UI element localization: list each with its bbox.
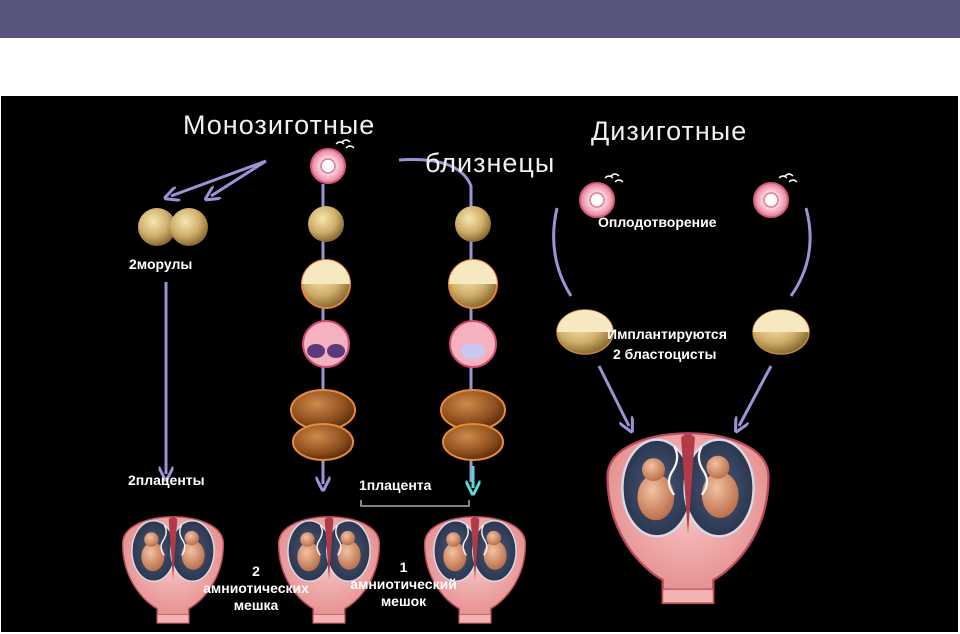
zygote-icon bbox=[310, 139, 355, 184]
title-dizygotic: Дизиготные bbox=[591, 116, 748, 146]
label-morulae: 2морулы bbox=[129, 256, 193, 272]
di-arrows bbox=[552, 207, 812, 426]
title-twins: близнецы bbox=[425, 148, 556, 178]
label-one-sac-number: 1 bbox=[399, 559, 408, 575]
placenta-bracket bbox=[360, 500, 470, 507]
zygote-icon bbox=[753, 173, 798, 218]
embryo-disc-icon bbox=[449, 320, 497, 368]
twins-diagram bbox=[121, 139, 812, 624]
embryo-disc-icon bbox=[302, 320, 350, 368]
label-one-sac: 1 амниотический мешок bbox=[341, 559, 466, 610]
label-fertilization: Оплодотворение bbox=[598, 214, 717, 230]
blastocyst-icon bbox=[301, 259, 351, 309]
label-implant-2: 2 бластоцисты bbox=[613, 346, 717, 362]
label-one-sac-noun: мешок bbox=[380, 593, 427, 609]
morula-icon bbox=[308, 206, 344, 242]
title-monozygotic: Монозиготные bbox=[183, 110, 376, 140]
blastocyst-icon bbox=[556, 309, 614, 355]
embryo-disc-icon bbox=[440, 389, 506, 461]
morula-icon bbox=[138, 208, 208, 246]
label-one-sac-text: амниотический bbox=[350, 576, 457, 592]
zygote-icon bbox=[579, 173, 624, 218]
label-two-sacs-text: амниотических bbox=[203, 580, 309, 596]
label-two-placentas: 2плаценты bbox=[128, 472, 205, 488]
label-implant-1: Имплантируются bbox=[607, 326, 727, 342]
morula-icon bbox=[455, 206, 491, 242]
label-two-sacs: 2 амниотических мешка bbox=[196, 563, 316, 614]
uterus-with-twins-icon bbox=[606, 432, 770, 605]
label-two-sacs-noun: мешка bbox=[233, 597, 279, 613]
label-two-sacs-number: 2 bbox=[252, 563, 260, 579]
embryo-disc-icon bbox=[290, 389, 356, 461]
blastocyst-icon bbox=[752, 309, 810, 355]
diagram-panel: Монозиготные Дизиготные близнецы Оплодот… bbox=[1, 96, 958, 632]
header-bar bbox=[0, 0, 960, 38]
blastocyst-icon bbox=[448, 259, 498, 309]
label-one-placenta: 1плацента bbox=[359, 477, 432, 493]
